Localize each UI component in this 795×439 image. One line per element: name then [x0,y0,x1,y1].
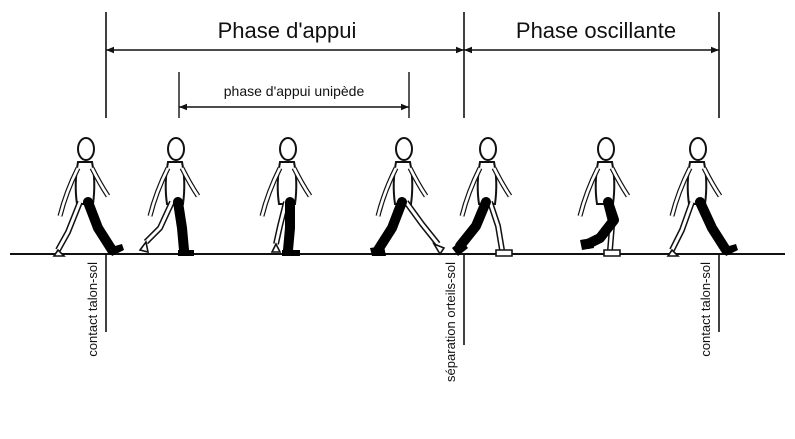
swing-phase-label: Phase oscillante [516,18,676,43]
walker-figure-2 [138,138,198,256]
event-label-heel-strike-1: contact talon-sol [85,262,100,357]
stance-phase-label: Phase d'appui [218,18,357,43]
walker-figure-6 [580,138,628,257]
single-support-label: phase d'appui unipède [224,83,365,99]
walker-figure-3 [262,138,310,256]
walker-figure-4 [370,138,446,256]
walker-figure-1 [52,138,124,257]
event-label-toe-off: séparation orteils-sol [443,262,458,382]
walker-figure-7 [666,138,738,257]
walker-figure-5 [452,138,513,257]
event-label-heel-strike-2: contact talon-sol [698,262,713,357]
